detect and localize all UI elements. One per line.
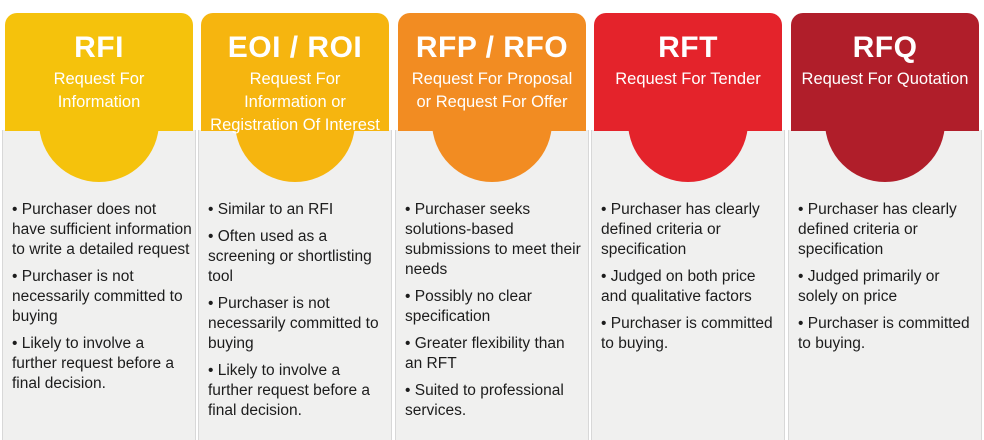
column-subtitle: Request For Quotation (801, 70, 969, 88)
column-header: RFI Request For Information (5, 13, 193, 131)
column-code: EOI / ROI (227, 31, 363, 64)
column-code: RFT (658, 31, 718, 64)
bullet-item: Often used as a screening or shortlistin… (208, 227, 388, 287)
bullet-item: Likely to involve a further request befo… (12, 334, 192, 394)
column-code: RFI (74, 31, 124, 64)
column-subtitle: Request For Tender (615, 70, 761, 88)
bullet-item: Judged primarily or solely on price (798, 267, 978, 307)
bullet-list: Purchaser seeks solutions-based submissi… (405, 200, 585, 428)
column-rfi: RFI Request For Information Purchaser do… (2, 0, 196, 440)
bullet-item: Purchaser does not have sufficient infor… (12, 200, 192, 260)
column-subtitle: Request For Information (53, 70, 145, 111)
bullet-item: Purchaser is not necessarily committed t… (12, 267, 192, 327)
bullet-list: Purchaser does not have sufficient infor… (12, 200, 192, 401)
column-header: EOI / ROI Request For Information or Reg… (201, 13, 389, 134)
column-code: RFP / RFO (415, 31, 569, 64)
bullet-list: Purchaser has clearly defined criteria o… (798, 200, 978, 361)
column-rfq: RFQ Request For Quotation Purchaser has … (788, 0, 982, 440)
column-rfp-rfo: RFP / RFO Request For Proposal or Reques… (395, 0, 589, 440)
bullet-item: Purchaser is committed to buying. (601, 314, 781, 354)
bullet-list: Purchaser has clearly defined criteria o… (601, 200, 781, 361)
column-subtitle: Request For Information or Registration … (210, 70, 380, 134)
bullet-list: Similar to an RFI Often used as a screen… (208, 200, 388, 428)
bullet-item: Judged on both price and qualitative fac… (601, 267, 781, 307)
bullet-item: Purchaser is not necessarily committed t… (208, 294, 388, 354)
column-code: RFQ (852, 31, 918, 64)
bullet-item: Purchaser seeks solutions-based submissi… (405, 200, 585, 280)
column-header: RFT Request For Tender (594, 13, 782, 131)
bullet-item: Likely to involve a further request befo… (208, 361, 388, 421)
bullet-item: Greater flexibility than an RFT (405, 334, 585, 374)
bullet-item: Purchaser has clearly defined criteria o… (798, 200, 978, 260)
column-eoi-roi: EOI / ROI Request For Information or Reg… (198, 0, 392, 440)
bullet-item: Purchaser is committed to buying. (798, 314, 978, 354)
column-subtitle: Request For Proposal or Request For Offe… (411, 70, 573, 111)
bullet-item: Purchaser has clearly defined criteria o… (601, 200, 781, 260)
column-rft: RFT Request For Tender Purchaser has cle… (591, 0, 785, 440)
column-header: RFQ Request For Quotation (791, 13, 979, 131)
bullet-item: Possibly no clear specification (405, 287, 585, 327)
column-header: RFP / RFO Request For Proposal or Reques… (398, 13, 586, 131)
bullet-item: Suited to professional services. (405, 381, 585, 421)
bullet-item: Similar to an RFI (208, 200, 388, 220)
